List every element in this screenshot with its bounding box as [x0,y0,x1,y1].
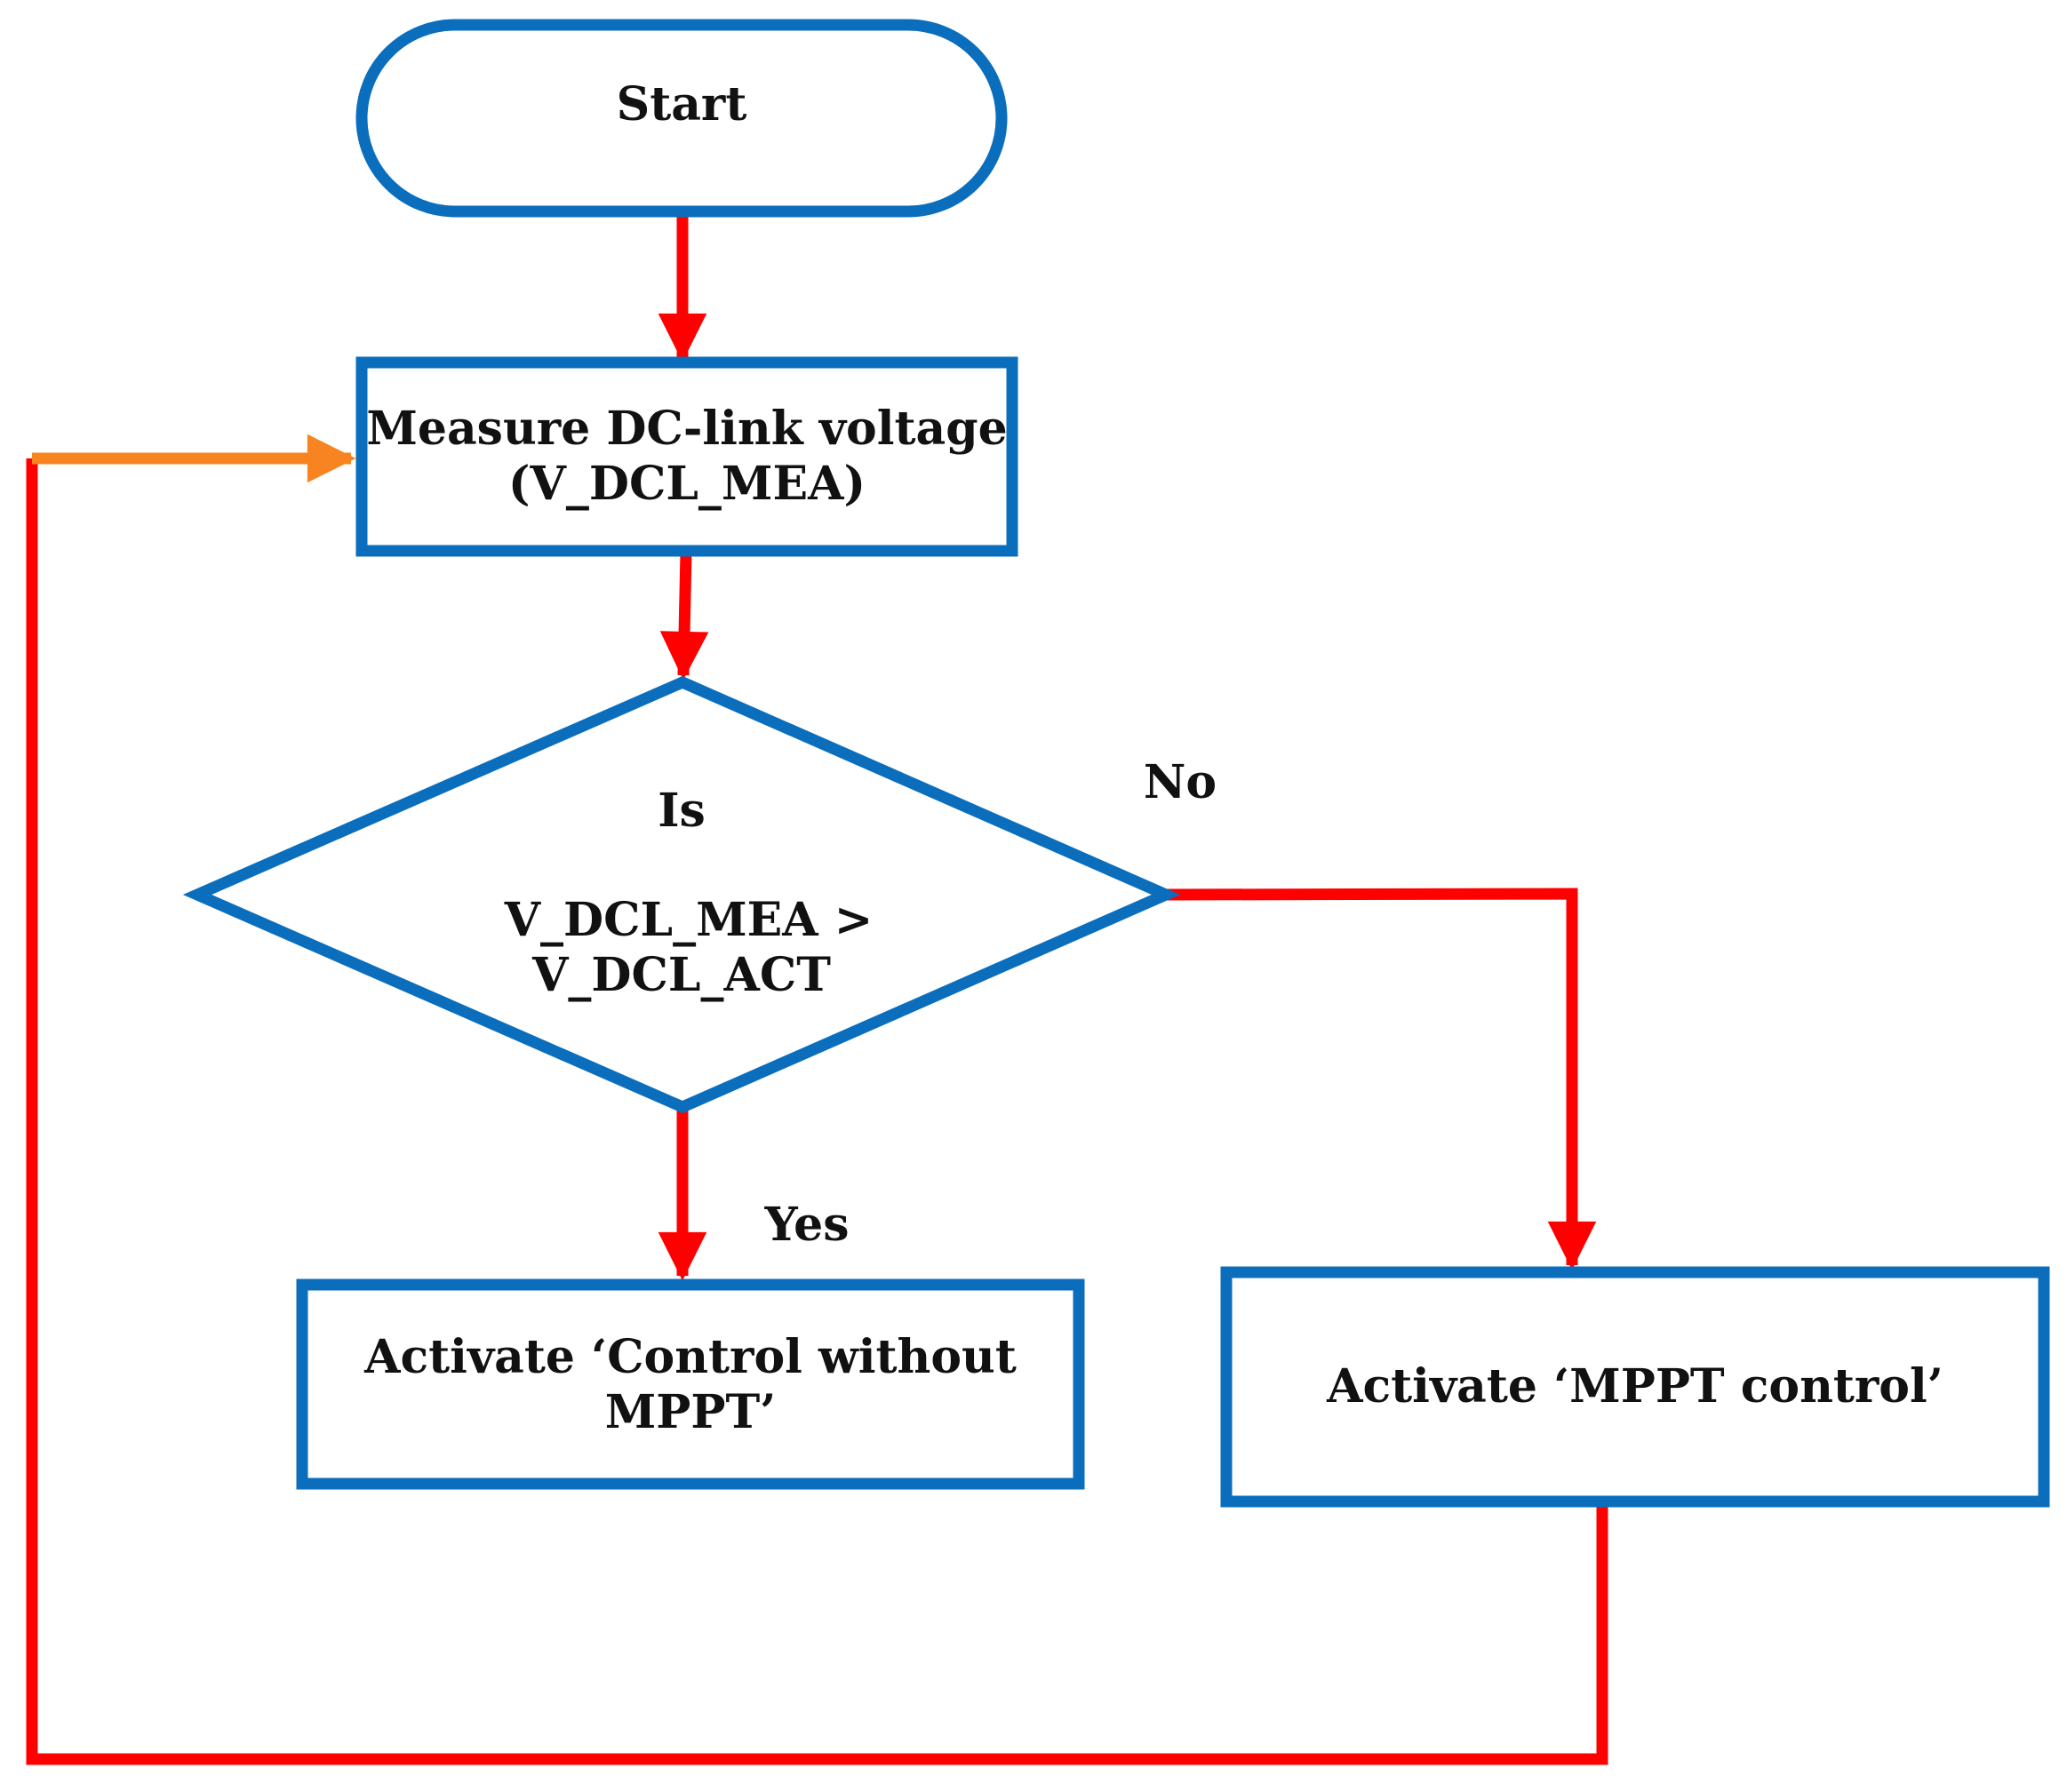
arrow-decision-no-to-mppt [1165,888,1597,1270]
start-terminal [355,19,1008,218]
decision-label-line3: V_DCL_ACT [531,948,831,1002]
decision-label-line2: V_DCL_MEA > [504,893,874,947]
start-label: Start [617,77,747,131]
mppt-process-box [1220,1266,2050,1508]
measure-label-line1: Measure DC-link voltage [366,402,1007,456]
arrow-measure-to-decision [659,552,709,681]
loop-back-line [26,458,1608,1765]
measure-label-line2: (V_DCL_MEA) [508,457,866,511]
measure-process-box [355,356,1018,557]
decision-label-line1: Is [658,784,706,838]
without-mppt-label-line1: Activate ‘Control without [363,1330,1017,1384]
yes-branch-label: Yes [764,1198,850,1252]
decision-diamond [182,675,1181,1114]
no-branch-label: No [1144,755,1217,809]
without-mppt-label-line2: MPPT’ [605,1385,777,1439]
without-mppt-process-box [296,1278,1085,1490]
mppt-label: Activate ‘MPPT control’ [1326,1359,1943,1414]
